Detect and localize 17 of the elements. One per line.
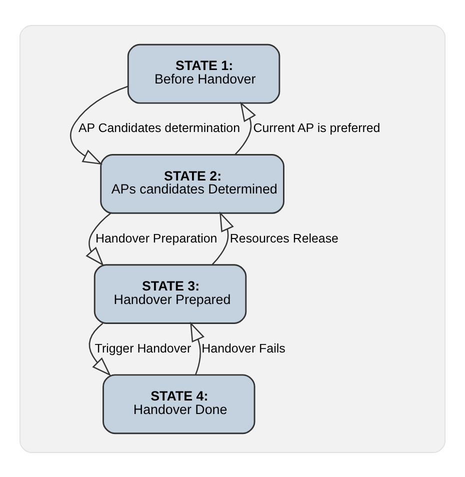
edge-label: Handover Preparation — [96, 230, 218, 245]
arrow — [234, 101, 256, 155]
arrow — [88, 322, 112, 376]
edge-label: AP Candidates determination — [78, 120, 240, 135]
arrow — [70, 85, 128, 164]
arrow — [212, 211, 234, 265]
node-box: STATE 1: Before Handover — [127, 43, 280, 104]
edge-label: Resources Release — [230, 230, 338, 245]
cluster — [19, 24, 446, 452]
node-box: STATE 4: Handover Done — [102, 374, 256, 434]
arrow — [190, 321, 204, 375]
node-box: STATE 3: Handover Prepared — [94, 264, 247, 324]
arrow — [86, 212, 112, 266]
edge-label: Handover Fails — [202, 340, 286, 355]
edge-label: Current AP is preferred — [253, 120, 380, 135]
edge-label: Trigger Handover — [94, 340, 192, 355]
node-box: STATE 2: APs candidates Determined — [100, 154, 284, 214]
